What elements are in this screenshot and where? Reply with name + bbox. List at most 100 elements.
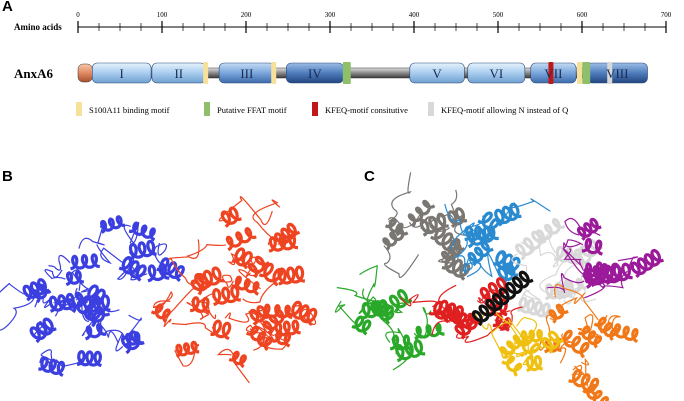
axis-tick-label: 100 [157, 11, 168, 19]
chain-7-loop [490, 322, 520, 359]
chain-3-loop [563, 248, 585, 271]
blue-chain-loop [116, 268, 148, 280]
chain-2-loop [518, 288, 541, 304]
legend-swatch-ffat [204, 102, 210, 116]
red-chain-helix [175, 340, 200, 358]
chain-3-loop [562, 248, 590, 280]
axis-tick-label: 0 [76, 11, 80, 19]
red-chain-helix [220, 206, 242, 228]
blue-chain-helix [100, 215, 126, 234]
red-chain-helix [231, 275, 260, 296]
chain-0-helix [407, 199, 436, 227]
red-chain-loop [168, 256, 196, 285]
chain-1-helix [464, 225, 492, 242]
blue-chain-loop [52, 298, 74, 317]
red-chain-loop [221, 274, 234, 288]
chain-7-helix [499, 334, 526, 360]
red-chain-helix [261, 303, 293, 320]
blue-chain-helix [128, 221, 156, 242]
blue-chain-loop [48, 254, 71, 271]
red-chain-helix [262, 308, 289, 335]
blue-chain-helix [124, 331, 143, 347]
red-chain-helix [231, 247, 253, 270]
blue-chain-loop [78, 222, 105, 249]
blue-chain-loop [96, 244, 125, 265]
chain-8-helix [582, 383, 610, 401]
chain-3-helix [583, 263, 612, 284]
chain-0-loop [383, 245, 420, 278]
red-chain-helix [277, 265, 306, 286]
red-chain-loop [242, 273, 284, 304]
axis-tick-label: 700 [661, 11, 672, 19]
legend-swatch-kfeq [312, 102, 318, 116]
blue-chain-helix [31, 283, 52, 304]
annexin-repeat-6 [467, 62, 526, 84]
structure-b [0, 196, 318, 384]
blue-chain-helix [118, 256, 147, 282]
chain-4-loop [359, 264, 378, 305]
chain-7-helix [517, 335, 541, 359]
red-chain-loop [174, 343, 200, 367]
blue-chain-loop [0, 297, 35, 331]
axis-tick-label: 600 [577, 11, 588, 19]
motif-kfeq [548, 62, 554, 84]
chain-7-loop [474, 312, 505, 359]
domain-label: I [120, 66, 124, 81]
chain-0-loop [388, 172, 412, 223]
red-chain-loop [186, 239, 227, 259]
legend-swatch-s100 [76, 102, 82, 116]
motif-s100 [203, 62, 209, 84]
chain-5-loop [494, 306, 523, 331]
chain-4-helix [351, 315, 372, 336]
chain-3-helix [577, 217, 602, 241]
structure-c [334, 172, 665, 401]
chain-8-loop [554, 283, 599, 321]
blue-chain-helix [48, 292, 76, 313]
panel-label-b: B [2, 168, 13, 185]
chain-4-helix [389, 334, 413, 351]
chain-4-helix [389, 289, 413, 313]
motif-ffat [582, 62, 591, 84]
chain-8-helix [610, 323, 639, 344]
blue-chain-loop [128, 251, 139, 281]
chain-7-loop [478, 308, 524, 340]
domain-label: VI [489, 66, 503, 81]
chain-1-helix [494, 202, 522, 227]
red-chain-loop [186, 300, 210, 320]
chain-7-helix [520, 329, 545, 344]
chain-5-helix [479, 277, 511, 305]
blue-chain-helix [22, 278, 50, 302]
chain-8-helix [568, 368, 600, 396]
chain-1-helix [493, 250, 521, 275]
chain-5-helix [436, 299, 464, 324]
red-chain-helix [249, 305, 270, 326]
blue-chain-helix [76, 350, 102, 368]
red-chain-helix [228, 350, 247, 369]
axis-tick-label: 300 [325, 11, 336, 19]
blue-chain-loop [75, 287, 90, 323]
blue-chain-loop [0, 282, 25, 295]
red-chain-helix [212, 285, 241, 307]
chain-1-loop [477, 253, 501, 278]
red-chain-helix [268, 233, 299, 253]
red-chain-helix [272, 330, 292, 348]
chain-7-helix [541, 330, 565, 354]
chain-4-helix [395, 339, 426, 363]
blue-chain-helix [156, 257, 185, 283]
blue-chain-loop [71, 269, 91, 293]
chain-1-loop [496, 251, 517, 287]
chain-2-helix [515, 230, 547, 261]
blue-chain-helix [29, 317, 57, 344]
motif-ffat [342, 62, 351, 84]
chain-4-loop [334, 300, 357, 325]
chain-4-loop [385, 328, 411, 371]
chain-1-loop [463, 256, 482, 278]
chain-0-helix [447, 207, 468, 229]
red-chain-helix [194, 266, 225, 292]
red-chain-helix [189, 296, 211, 314]
motif-s100 [271, 62, 277, 84]
domain-label: VII [544, 66, 562, 81]
annexin-repeat-5 [409, 62, 465, 84]
